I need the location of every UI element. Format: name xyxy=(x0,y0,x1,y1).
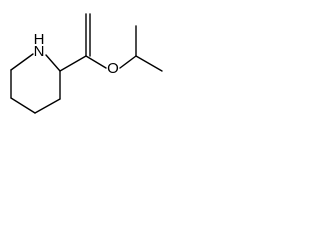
structure-canvas: H N O xyxy=(0,0,216,134)
piperidine-ring xyxy=(10,53,61,114)
bond-c2-carbonyl-c xyxy=(59,55,87,72)
atom-label-ester-oxygen: O xyxy=(107,60,119,77)
bond-n-c6 xyxy=(10,53,34,71)
isopropyl-group xyxy=(135,25,163,72)
atom-label-nitrogen-n: N xyxy=(34,43,45,60)
atom-label-nitrogen: H xyxy=(34,31,45,48)
bond-ch-methyl-right xyxy=(135,55,163,72)
bond-c2-n xyxy=(45,54,61,72)
bond-c5-c4 xyxy=(10,97,36,114)
ester-group xyxy=(59,13,137,72)
bond-carbonyl-c-ester-o xyxy=(85,55,107,69)
bond-ester-o-ch xyxy=(119,55,137,69)
bond-c4-c3 xyxy=(34,98,61,114)
chemical-structure-diagram: H N O xyxy=(10,13,163,114)
